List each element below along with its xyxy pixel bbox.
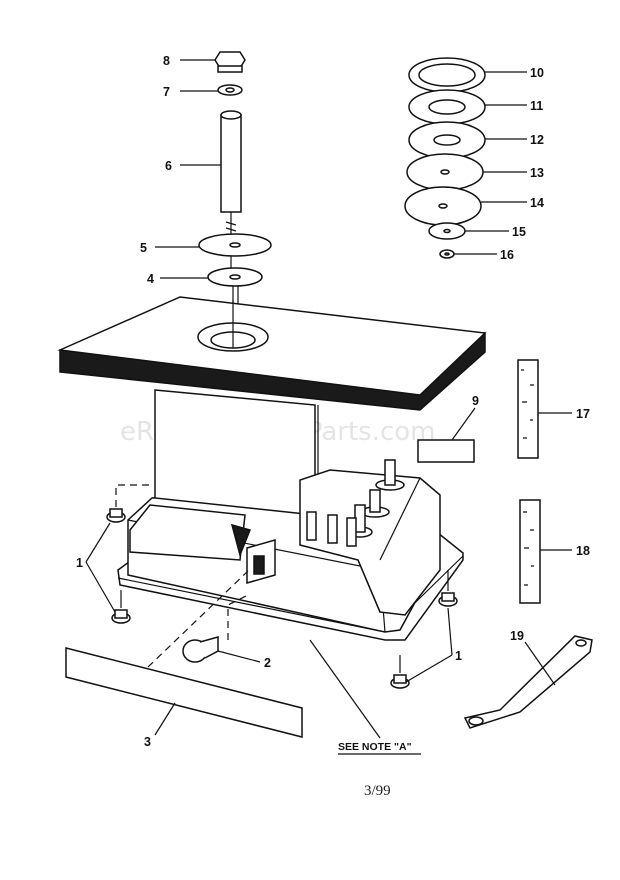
table-top: [57, 296, 487, 411]
part-14-disc: [404, 186, 482, 226]
callout-1-right: 1: [455, 649, 462, 663]
part-5-flange-washer: [198, 212, 272, 257]
callout-19: 19: [510, 629, 524, 643]
callout-10: 10: [530, 66, 544, 80]
part-6-spindle-sleeve: [220, 110, 242, 213]
part-17-sleeve: [517, 359, 539, 459]
part-10-ring: [408, 57, 486, 93]
part-8-nut: [214, 51, 246, 73]
callout-13: 13: [530, 166, 544, 180]
part-13-disc: [406, 153, 484, 191]
part-16-washer: [439, 249, 455, 259]
callout-14: 14: [530, 196, 544, 210]
see-note-a: SEE NOTE "A": [338, 741, 412, 753]
part-19-wrench: [463, 635, 593, 729]
sander-body: [117, 389, 464, 641]
callout-1-left: 1: [76, 556, 83, 570]
storage-posts: [306, 459, 405, 547]
callout-11: 11: [530, 99, 543, 113]
callout-4: 4: [147, 272, 154, 286]
callout-2: 2: [264, 656, 271, 670]
callout-17: 17: [576, 407, 590, 421]
part-3-strip: [65, 647, 303, 738]
part-12-ring: [408, 121, 486, 159]
part-1-feet: [106, 508, 458, 689]
callout-9: 9: [472, 394, 479, 408]
part-2-knob: [182, 636, 219, 663]
power-switch: [246, 539, 276, 584]
date-code: 3/99: [364, 783, 391, 799]
leader-lines: [85, 59, 572, 739]
part-9-label: [417, 439, 475, 463]
callout-18: 18: [576, 544, 590, 558]
callout-3: 3: [144, 735, 151, 749]
callout-15: 15: [512, 225, 526, 239]
callout-8: 8: [163, 54, 170, 68]
part-15-disc: [428, 222, 466, 240]
callout-7: 7: [163, 85, 170, 99]
callout-6: 6: [165, 159, 172, 173]
callout-16: 16: [500, 248, 514, 262]
callout-12: 12: [530, 133, 544, 147]
part-18-sleeve: [519, 499, 541, 604]
callout-5: 5: [140, 241, 147, 255]
part-11-ring: [408, 89, 486, 125]
